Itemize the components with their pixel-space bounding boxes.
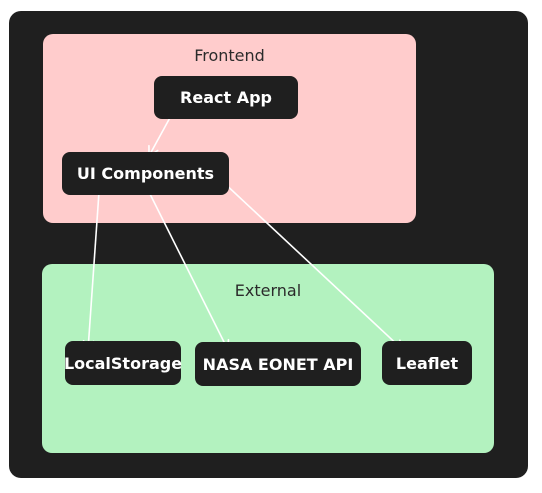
frontend-group-label: Frontend (194, 46, 265, 65)
node-localstorage: LocalStorage (64, 341, 182, 385)
node-nasa-eonet-api: NASA EONET API (195, 342, 361, 386)
node-react-app: React App (154, 76, 298, 119)
node-leaflet: Leaflet (382, 341, 472, 385)
node-ui-components: UI Components (62, 152, 229, 195)
external-group-label: External (234, 281, 302, 300)
